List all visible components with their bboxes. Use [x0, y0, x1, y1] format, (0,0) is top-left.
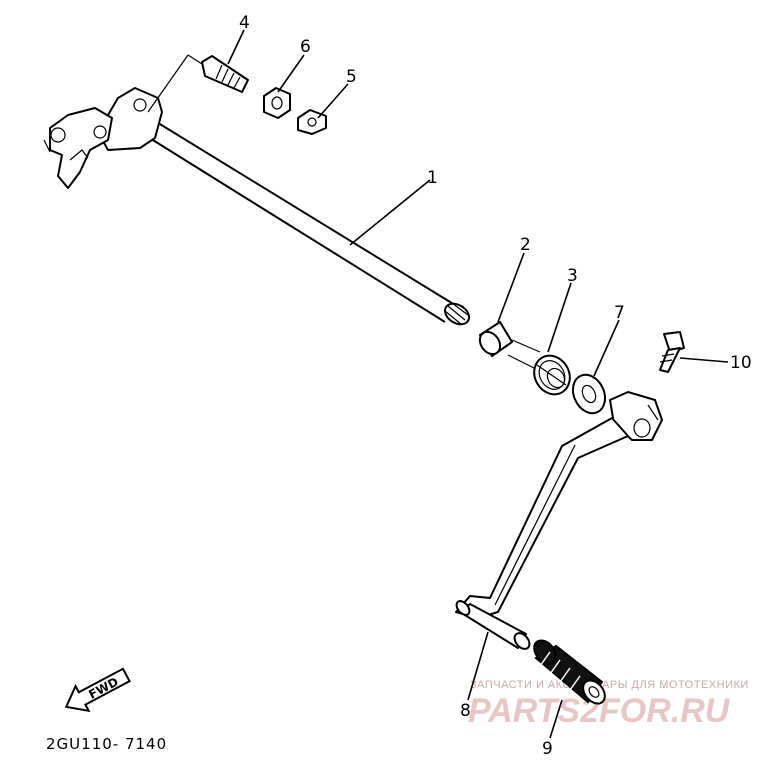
- callout-4: 4: [239, 13, 250, 33]
- shift-pedal: [455, 391, 663, 619]
- torsion-spring: [507, 339, 571, 396]
- callout-3: 3: [567, 266, 578, 286]
- plain-washer: [571, 373, 607, 415]
- part-code: 2GU110- 7140: [46, 735, 167, 753]
- watermark-tagline: ЗАПЧАСТИ И АКСЕССУАРЫ ДЛЯ МОТОТЕХНИКИ: [470, 679, 749, 691]
- leader-lines: [147, 29, 729, 739]
- collar: [478, 321, 513, 357]
- callout-9: 9: [542, 739, 553, 759]
- fwd-arrow-icon: [64, 667, 131, 713]
- pedal-rubber: [533, 639, 606, 705]
- callout-1: 1: [427, 168, 438, 188]
- fwd-arrow: FWD: [64, 667, 131, 713]
- pinch-bolt: [659, 331, 685, 373]
- callout-2: 2: [520, 235, 531, 255]
- pedal-pin: [455, 600, 531, 650]
- stud-bolt: [201, 55, 249, 93]
- callout-labels: 1 2 3 4 5 6 7 8 9 10: [239, 13, 752, 759]
- nut: [263, 87, 291, 119]
- callout-7: 7: [614, 303, 625, 323]
- callout-5: 5: [346, 67, 357, 87]
- shift-shaft: [43, 87, 471, 326]
- callout-8: 8: [460, 701, 471, 721]
- callout-10: 10: [730, 353, 752, 373]
- watermark: ЗАПЧАСТИ И АКСЕССУАРЫ ДЛЯ МОТОТЕХНИКИ PA…: [468, 679, 749, 730]
- callout-6: 6: [300, 37, 311, 57]
